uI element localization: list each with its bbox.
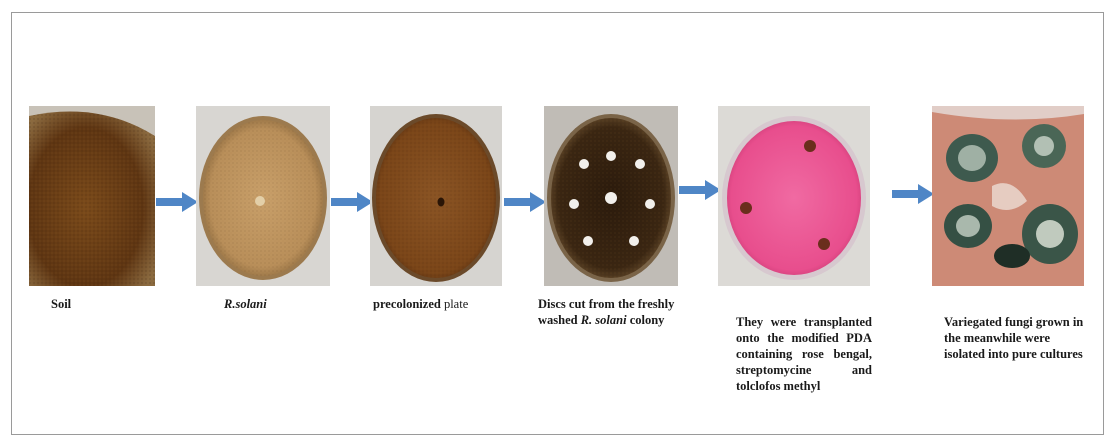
caption-rsolani-text: R.solani	[224, 297, 267, 311]
caption-transplanted: They were transplanted onto the modified…	[736, 314, 872, 394]
caption-precolonized-text-a: precolonized	[373, 297, 441, 311]
caption-soil-text: Soil	[51, 297, 71, 311]
caption-soil: Soil	[51, 296, 71, 312]
caption-discs-text-c: colony	[627, 313, 665, 327]
soil-photo	[29, 106, 155, 286]
caption-discs-text-b: R. solani	[581, 313, 627, 327]
caption-rsolani: R.solani	[224, 296, 267, 312]
caption-variegated-text: Variegated fungi grown in the meanwhile …	[944, 315, 1083, 361]
arrow-icon	[156, 192, 198, 212]
caption-discs: Discs cut from the freshly washed R. sol…	[538, 296, 698, 328]
arrow-icon	[892, 184, 934, 204]
variegated-fungi-photo	[932, 106, 1084, 286]
precolonized-plate-photo	[370, 106, 502, 286]
caption-precolonized: precolonized plate	[373, 296, 468, 312]
pink-pda-plate-photo	[718, 106, 870, 286]
caption-variegated: Variegated fungi grown in the meanwhile …	[944, 314, 1094, 362]
caption-precolonized-text-b: plate	[441, 297, 468, 311]
rsolani-plate-photo	[196, 106, 330, 286]
arrow-icon	[331, 192, 373, 212]
discs-plate-photo	[544, 106, 678, 286]
arrow-icon	[679, 180, 721, 200]
arrow-icon	[504, 192, 546, 212]
caption-transplanted-text: They were transplanted onto the modified…	[736, 315, 872, 393]
